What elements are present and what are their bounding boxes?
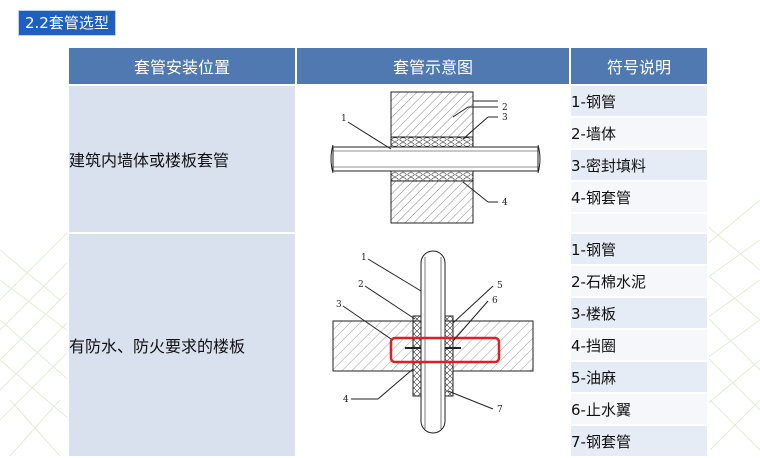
symbol-item: 4-钢套管: [569, 180, 709, 214]
table-row: [68, 212, 709, 234]
symbol-blank: [569, 212, 709, 234]
label-3: 3: [502, 113, 508, 123]
label-6: 6: [492, 296, 498, 306]
label-1: 1: [361, 253, 367, 263]
symbol-item: 3-密封填料: [569, 148, 709, 182]
symbol-item: 3-楼板: [569, 296, 709, 330]
label-2: 2: [502, 103, 508, 113]
table-row: 6-止水翼: [68, 392, 709, 426]
highlight-box: [389, 336, 501, 363]
symbol-item: 1-钢管: [569, 84, 709, 118]
symbol-item: 1-钢管: [569, 232, 709, 266]
row2-location: 有防水、防火要求的楼板: [67, 232, 297, 458]
casing-selection-table: 套管安装位置 套管示意图 符号说明 建筑内墙体或楼板套管: [67, 46, 709, 458]
table-row: 5-油麻: [68, 360, 709, 394]
section-title: 2.2套管选型: [18, 10, 116, 36]
label-4: 4: [502, 198, 508, 208]
symbol-item: 5-油麻: [569, 360, 709, 394]
wall-casing-diagram: 1 2 3 4: [330, 91, 541, 224]
header-location: 套管安装位置: [67, 46, 297, 86]
header-symbols: 符号说明: [569, 46, 709, 86]
table-row: 3-楼板: [68, 296, 709, 330]
table-row: 建筑内墙体或楼板套管: [67, 84, 709, 234]
table-header-row: 套管安装位置 套管示意图 符号说明: [67, 46, 709, 86]
symbol-item: 2-墙体: [569, 116, 709, 150]
table-row: 有防水、防火要求的楼板: [67, 232, 709, 458]
header-figure: 套管示意图: [295, 46, 571, 86]
label-2: 2: [358, 280, 364, 290]
label-7: 7: [497, 405, 503, 415]
floor-casing-diagram: 1 2 3 4 5 6 7: [332, 250, 534, 433]
table-row: 7-钢套管: [68, 424, 709, 458]
table-row: 2-石棉水泥: [68, 264, 709, 298]
symbol-item: 6-止水翼: [569, 392, 709, 426]
row1-figure: 1 2 3 4: [295, 84, 571, 234]
row1-location: 建筑内墙体或楼板套管: [67, 84, 297, 234]
symbol-item: 4-挡圈: [569, 328, 709, 362]
label-3: 3: [336, 300, 342, 310]
label-5: 5: [497, 281, 503, 291]
table-row: 3-密封填料: [68, 148, 709, 182]
table-row: 4-钢套管: [68, 180, 709, 214]
table-row: 2-墙体: [68, 116, 709, 150]
symbol-item: 2-石棉水泥: [569, 264, 709, 298]
symbol-item: 7-钢套管: [569, 424, 709, 458]
table-row: 4-挡圈: [68, 328, 709, 362]
row2-figure: 1 2 3 4 5 6 7: [295, 232, 571, 458]
label-1: 1: [341, 114, 347, 124]
label-4: 4: [343, 395, 349, 405]
